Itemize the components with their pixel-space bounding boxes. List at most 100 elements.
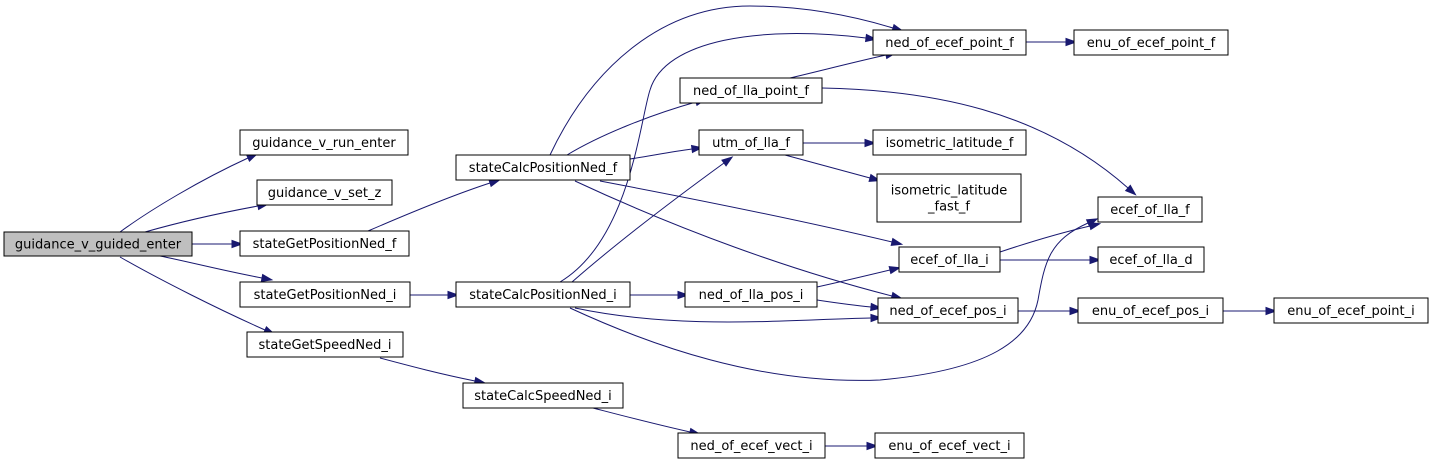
- edge-line: [144, 205, 259, 233]
- node-guidance_v_run_enter[interactable]: guidance_v_run_enter: [239, 129, 409, 156]
- edge-guidance_v_guided_enter-to-guidance_v_run_enter: [119, 153, 259, 233]
- edge-line: [789, 54, 887, 79]
- node-enu_of_ecef_pos_i[interactable]: enu_of_ecef_pos_i: [1077, 297, 1224, 324]
- node-ecef_of_lla_d[interactable]: ecef_of_lla_d: [1097, 246, 1205, 273]
- node-box[interactable]: [898, 246, 1001, 273]
- edge-line: [566, 101, 697, 156]
- node-label: stateCalcSpeedNed_i: [474, 389, 612, 404]
- arrowhead-icon: [721, 156, 734, 167]
- node-enu_of_ecef_point_i[interactable]: enu_of_ecef_point_i: [1273, 297, 1429, 324]
- arrowhead-icon: [1124, 184, 1137, 196]
- edge-guidance_v_guided_enter-to-guidance_v_set_z: [144, 201, 270, 233]
- node-label: ecef_of_lla_f: [1110, 203, 1190, 218]
- edge-stateGetPositionNed_i-to-stateCalcPositionNed_i: [410, 290, 460, 300]
- edge-guidance_v_guided_enter-to-stateGetPositionNed_i: [159, 255, 274, 283]
- edge-line: [599, 180, 893, 243]
- node-isometric_latitude_f[interactable]: isometric_latitude_f: [872, 129, 1027, 156]
- edge-ned_of_lla_point_f-to-ned_of_ecef_point_f: [789, 51, 898, 79]
- node-stateGetPositionNed_i[interactable]: stateGetPositionNed_i: [239, 281, 411, 308]
- node-stateGetSpeedNed_i[interactable]: stateGetSpeedNed_i: [246, 331, 404, 358]
- node-box[interactable]: [246, 331, 404, 358]
- node-box[interactable]: [1273, 297, 1429, 324]
- arrowhead-icon: [870, 313, 883, 323]
- node-label: ned_of_lla_point_f: [693, 84, 809, 99]
- node-stateGetPositionNed_f[interactable]: stateGetPositionNed_f: [239, 230, 410, 257]
- node-box[interactable]: [462, 382, 624, 409]
- node-box[interactable]: [455, 154, 631, 181]
- edge-utm_of_lla_f-to-isometric_latitude_fast_f: [784, 154, 882, 182]
- node-ecef_of_lla_f[interactable]: ecef_of_lla_f: [1097, 196, 1203, 223]
- node-ned_of_ecef_pos_i[interactable]: ned_of_ecef_pos_i: [877, 297, 1019, 324]
- node-label: stateGetSpeedNed_i: [259, 338, 392, 353]
- node-box[interactable]: [872, 29, 1027, 56]
- node-label: enu_of_ecef_point_f: [1087, 36, 1216, 51]
- edge-line: [379, 357, 476, 382]
- edge-stateCalcSpeedNed_i-to-ned_of_ecef_vect_i: [592, 407, 702, 436]
- node-box[interactable]: [876, 173, 1022, 223]
- node-box[interactable]: [874, 432, 1025, 459]
- node-enu_of_ecef_vect_i[interactable]: enu_of_ecef_vect_i: [874, 432, 1025, 459]
- node-box[interactable]: [1097, 246, 1205, 273]
- edge-ned_of_ecef_vect_i-to-enu_of_ecef_vect_i: [825, 441, 879, 451]
- edge-line: [569, 222, 1089, 381]
- node-box[interactable]: [1097, 196, 1203, 223]
- node-box[interactable]: [3, 231, 193, 257]
- node-label: isometric_latitude: [891, 184, 1008, 199]
- edge-stateCalcPositionNed_f-to-ned_of_lla_point_f: [566, 98, 708, 156]
- node-box[interactable]: [239, 281, 411, 308]
- node-stateCalcPositionNed_f[interactable]: stateCalcPositionNed_f: [455, 154, 631, 181]
- node-box[interactable]: [679, 77, 823, 104]
- node-isometric_latitude_fast_f[interactable]: isometric_latitude_fast_f: [876, 173, 1022, 223]
- edge-line: [784, 154, 871, 179]
- edge-ned_of_lla_pos_i-to-ned_of_ecef_pos_i: [816, 299, 883, 312]
- node-stateCalcSpeedNed_i[interactable]: stateCalcSpeedNed_i: [462, 382, 624, 409]
- node-box[interactable]: [239, 129, 409, 156]
- node-guidance_v_set_z[interactable]: guidance_v_set_z: [256, 179, 393, 206]
- node-guidance_v_guided_enter[interactable]: guidance_v_guided_enter: [3, 231, 193, 257]
- node-enu_of_ecef_point_f[interactable]: enu_of_ecef_point_f: [1073, 29, 1229, 56]
- node-label: stateGetPositionNed_f: [253, 237, 397, 252]
- edge-line: [816, 299, 872, 308]
- node-box[interactable]: [698, 129, 804, 156]
- arrowhead-icon: [488, 179, 501, 188]
- nodes-layer: guidance_v_guided_enter guidance_v_run_en…: [3, 29, 1429, 459]
- node-box[interactable]: [677, 432, 826, 459]
- node-box[interactable]: [455, 281, 631, 308]
- edge-line: [629, 148, 693, 160]
- edge-enu_of_ecef_pos_i-to-enu_of_ecef_point_i: [1223, 306, 1278, 316]
- arrowhead-icon: [677, 290, 690, 300]
- node-ned_of_ecef_point_f[interactable]: ned_of_ecef_point_f: [872, 29, 1027, 56]
- node-box[interactable]: [872, 129, 1027, 156]
- arrowhead-icon: [1065, 37, 1078, 47]
- node-label: enu_of_ecef_point_i: [1287, 304, 1415, 319]
- node-ned_of_lla_point_f[interactable]: ned_of_lla_point_f: [679, 77, 823, 104]
- arrowhead-icon: [1265, 306, 1278, 316]
- edge-line: [574, 180, 893, 297]
- arrowhead-icon: [1088, 222, 1102, 231]
- edge-line: [367, 182, 491, 232]
- edge-line: [816, 269, 891, 288]
- node-stateCalcPositionNed_i[interactable]: stateCalcPositionNed_i: [455, 281, 631, 308]
- edge-line: [574, 307, 872, 323]
- node-box[interactable]: [877, 297, 1019, 324]
- node-box[interactable]: [1077, 297, 1224, 324]
- node-ned_of_ecef_vect_i[interactable]: ned_of_ecef_vect_i: [677, 432, 826, 459]
- node-box[interactable]: [256, 179, 393, 206]
- node-label: utm_of_lla_f: [712, 136, 790, 151]
- edge-line: [159, 255, 263, 279]
- node-utm_of_lla_f[interactable]: utm_of_lla_f: [698, 129, 804, 156]
- node-box[interactable]: [239, 230, 410, 257]
- edge-stateCalcPositionNed_i-to-utm_of_lla_f: [571, 156, 734, 283]
- arrowhead-icon: [864, 138, 877, 148]
- node-label: guidance_v_set_z: [268, 186, 382, 201]
- node-ned_of_lla_pos_i[interactable]: ned_of_lla_pos_i: [684, 281, 818, 308]
- node-label: stateGetPositionNed_i: [254, 288, 397, 303]
- edge-ecef_of_lla_i-to-ecef_of_lla_f: [999, 222, 1102, 253]
- edge-stateCalcPositionNed_i-to-ned_of_ecef_pos_i: [574, 307, 883, 323]
- node-box[interactable]: [1073, 29, 1229, 56]
- node-label: ecef_of_lla_i: [910, 253, 989, 268]
- node-ecef_of_lla_i[interactable]: ecef_of_lla_i: [898, 246, 1001, 273]
- node-box[interactable]: [684, 281, 818, 308]
- edge-stateCalcPositionNed_f-to-utm_of_lla_f: [629, 144, 704, 160]
